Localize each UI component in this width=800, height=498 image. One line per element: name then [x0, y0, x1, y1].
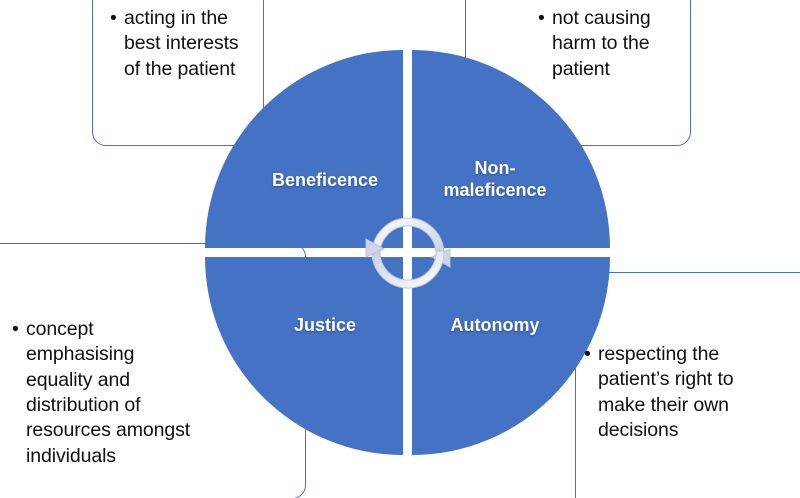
callout-text-non-maleficence: not causing harm to the patient	[538, 6, 702, 82]
cycle-arrows-icon	[365, 217, 451, 289]
callout-text-beneficence: acting in the best interests of the pati…	[110, 6, 274, 82]
quadrant-label-autonomy: Autonomy	[450, 315, 540, 335]
callout-text-justice: concept emphasising equality and distrib…	[12, 317, 236, 469]
quadrant-label-beneficence: Beneficence	[271, 170, 379, 190]
ethics-wheel: Beneficence Non- maleficence Justice Aut…	[205, 50, 610, 455]
quadrant-label-justice: Justice	[293, 315, 357, 335]
quadrant-label-non-maleficence: Non- maleficence	[443, 158, 547, 200]
callout-text-autonomy: respecting the patient’s right to make t…	[584, 342, 768, 443]
